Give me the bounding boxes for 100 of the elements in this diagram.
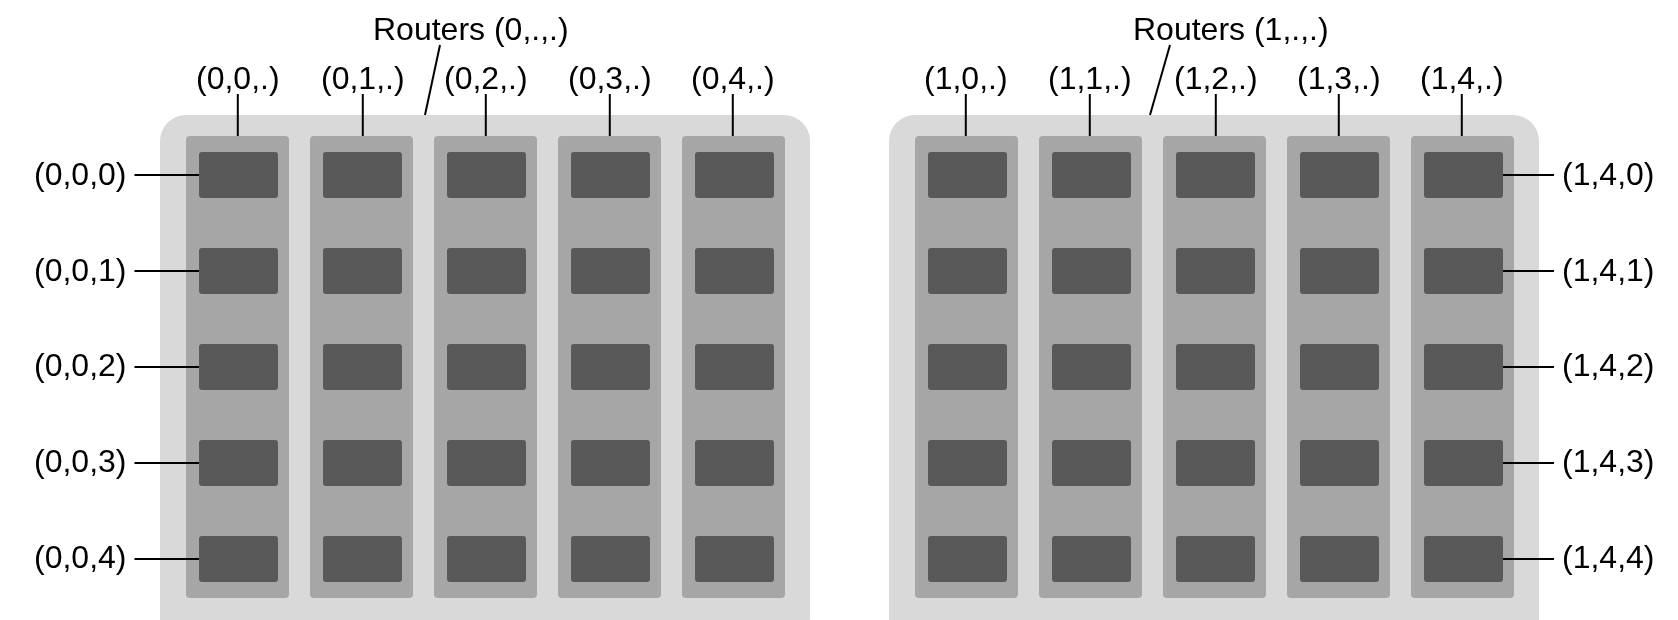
router-block	[1176, 248, 1255, 294]
router-block	[695, 344, 774, 390]
router-block	[1052, 440, 1131, 486]
leader-line	[484, 93, 487, 137]
router-block	[199, 536, 278, 582]
router-block	[1424, 152, 1503, 198]
router-block	[1300, 440, 1379, 486]
router-label: (0,0,1)	[34, 252, 127, 288]
router-block	[1424, 536, 1503, 582]
router-block	[571, 344, 650, 390]
leader-line	[133, 462, 200, 464]
router-label: (0,0,4)	[34, 539, 127, 575]
leader-line	[1149, 44, 1171, 116]
column-label: (0,3,.)	[568, 60, 652, 96]
router-block	[323, 152, 402, 198]
column-panel	[558, 136, 661, 598]
router-block	[447, 536, 526, 582]
leader-line	[133, 270, 200, 272]
column-panel	[682, 136, 785, 598]
router-block	[323, 536, 402, 582]
router-block	[571, 440, 650, 486]
column-panel	[186, 136, 289, 598]
router-block	[323, 440, 402, 486]
router-label: (1,4,3)	[1562, 443, 1655, 479]
router-block	[928, 248, 1007, 294]
router-label: (1,4,0)	[1562, 156, 1655, 192]
column-panel	[310, 136, 413, 598]
router-block	[1300, 536, 1379, 582]
router-block	[1300, 344, 1379, 390]
router-block	[695, 536, 774, 582]
router-block	[447, 248, 526, 294]
router-block	[1052, 536, 1131, 582]
group-panel	[889, 115, 1539, 620]
router-block	[1300, 248, 1379, 294]
column-label: (1,3,.)	[1297, 60, 1381, 96]
router-block	[928, 344, 1007, 390]
router-label: (0,0,0)	[34, 156, 127, 192]
leader-line	[1502, 174, 1555, 176]
leader-line	[964, 93, 967, 137]
leader-line	[1502, 462, 1555, 464]
router-block	[199, 344, 278, 390]
router-block	[571, 248, 650, 294]
router-block	[323, 344, 402, 390]
router-block	[928, 440, 1007, 486]
router-block	[1424, 344, 1503, 390]
router-block	[199, 248, 278, 294]
router-block	[571, 152, 650, 198]
leader-line	[1460, 93, 1463, 137]
column-label: (1,1,.)	[1048, 60, 1132, 96]
router-block	[1176, 344, 1255, 390]
router-block	[1052, 344, 1131, 390]
router-block	[1052, 152, 1131, 198]
leader-line	[1502, 558, 1555, 560]
router-block	[323, 248, 402, 294]
leader-line	[133, 558, 200, 560]
router-block	[1176, 152, 1255, 198]
router-block	[1052, 248, 1131, 294]
column-panel	[1411, 136, 1514, 598]
leader-line	[361, 93, 364, 137]
router-block	[1300, 152, 1379, 198]
column-panel	[915, 136, 1018, 598]
router-label: (1,4,1)	[1562, 252, 1655, 288]
column-label: (1,0,.)	[924, 60, 1008, 96]
group-panel	[160, 115, 810, 620]
leader-line	[1088, 93, 1091, 137]
router-block	[447, 344, 526, 390]
router-block	[928, 152, 1007, 198]
router-label: (0,0,2)	[34, 347, 127, 383]
leader-line	[1214, 93, 1217, 137]
router-label: (1,4,4)	[1562, 539, 1655, 575]
leader-line	[1502, 366, 1555, 368]
column-panel	[1039, 136, 1142, 598]
router-block	[571, 536, 650, 582]
router-label: (0,0,3)	[34, 443, 127, 479]
router-block	[1424, 248, 1503, 294]
router-block	[695, 152, 774, 198]
leader-line	[424, 44, 441, 116]
column-label: (0,0,.)	[196, 60, 280, 96]
leader-line	[608, 93, 611, 137]
column-label: (0,2,.)	[444, 60, 528, 96]
column-panel	[1163, 136, 1266, 598]
column-panel	[1287, 136, 1390, 598]
column-label: (1,2,.)	[1174, 60, 1258, 96]
column-panel	[434, 136, 537, 598]
leader-line	[236, 93, 239, 137]
router-block	[695, 440, 774, 486]
router-block	[447, 440, 526, 486]
column-label: (0,4,.)	[691, 60, 775, 96]
router-block	[1176, 536, 1255, 582]
group-label: Routers (0,.,.)	[373, 11, 569, 47]
column-label: (1,4,.)	[1420, 60, 1504, 96]
router-label: (1,4,2)	[1562, 347, 1655, 383]
leader-line	[1337, 93, 1340, 137]
router-block	[199, 152, 278, 198]
router-block	[928, 536, 1007, 582]
router-block	[695, 248, 774, 294]
leader-line	[731, 93, 734, 137]
leader-line	[133, 174, 200, 176]
column-label: (0,1,.)	[321, 60, 405, 96]
group-label: Routers (1,.,.)	[1133, 11, 1329, 47]
